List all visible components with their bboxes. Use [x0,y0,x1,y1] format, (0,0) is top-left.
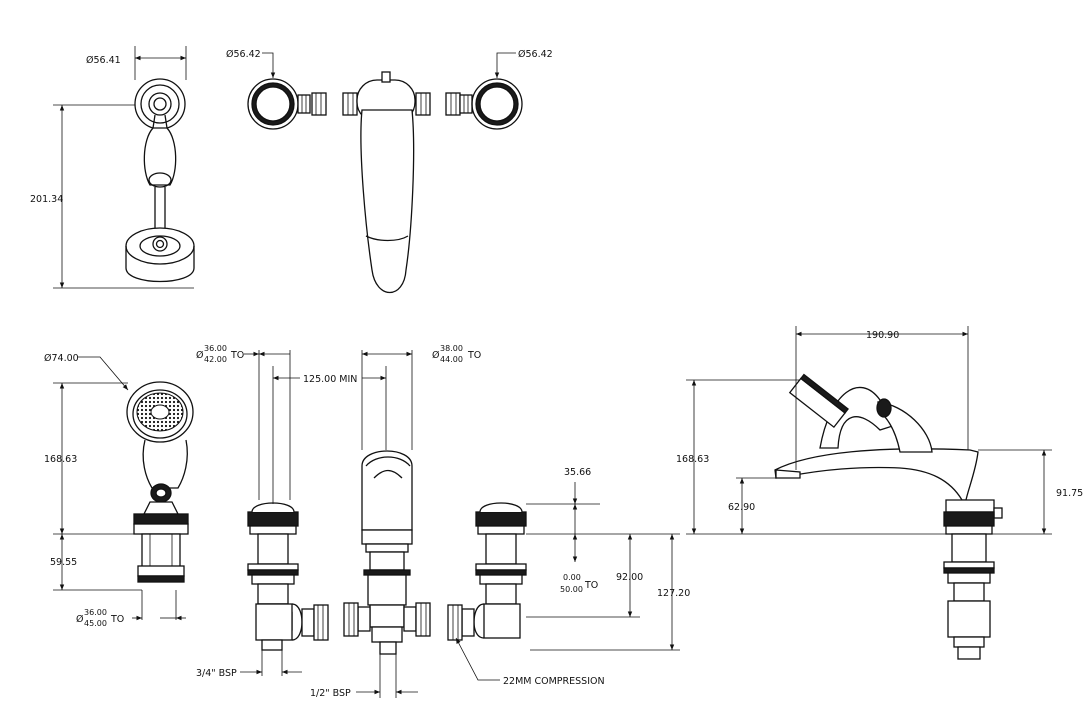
dimension-labels: Ø56.41 201.34 Ø56.42 Ø56.42 Ø74.00 168.6… [30,49,1083,699]
dim-shower-below-deck: 59.55 [50,557,77,568]
dim-spout-diameter-bottom: 44.00 [440,355,463,364]
right-valve-front-view [447,502,527,641]
handset-bracket-top-view [125,78,195,283]
dim-range-to: TO [584,580,598,591]
dim-handset-height: 201.34 [30,194,63,205]
dim-side-height: 168.63 [676,454,709,465]
dimension-lines [53,46,1052,698]
dim-right-handle-diameter: Ø56.42 [518,49,553,60]
dim-range-top: 0.00 [563,573,581,582]
dim-shower-base-top: 36.00 [84,608,107,617]
shower-handset-front-view [126,381,194,583]
dim-valve-diameter-bottom: 42.00 [204,355,227,364]
dim-compression: 22MM COMPRESSION [503,676,605,687]
dim-range-bottom: 50.00 [560,585,583,594]
dim-total-depth: 127.20 [657,588,690,599]
dim-spout-diameter-top: 38.00 [440,344,463,353]
dim-side-reach: 190.90 [866,330,899,341]
dim-shower-base-bottom: 45.00 [84,619,107,628]
dim-spout-diameter-to: TO [467,350,481,361]
left-valve-front-view [247,502,329,651]
dim-side-spout-height: 62.90 [728,502,755,513]
dim-shower-height: 168.63 [44,454,77,465]
dim-valve-diameter-prefix: Ø [196,350,203,361]
dim-side-body-height: 91.75 [1056,488,1083,499]
valves-spout-top-view [247,71,523,294]
dim-left-handle-diameter: Ø56.42 [226,49,261,60]
dim-valve-diameter-to: TO [230,350,244,361]
dim-shower-base-prefix: Ø [76,614,83,625]
dim-valve-diameter-top: 36.00 [204,344,227,353]
dim-handset-bracket-diameter: Ø56.41 [86,55,121,66]
dim-shower-head-diameter: Ø74.00 [44,353,79,364]
dim-shower-base-to: TO [110,614,124,625]
dim-bsp-half: 1/2" BSP [310,688,351,699]
dim-bsp-three-quarter: 3/4" BSP [196,668,237,679]
dim-valve-depth: 92.00 [616,572,643,583]
spout-front-view [343,450,431,655]
dim-spacing-min: 125.00 MIN [303,374,357,385]
dim-handle-height: 35.66 [564,467,591,478]
dim-spout-diameter-prefix: Ø [432,350,439,361]
